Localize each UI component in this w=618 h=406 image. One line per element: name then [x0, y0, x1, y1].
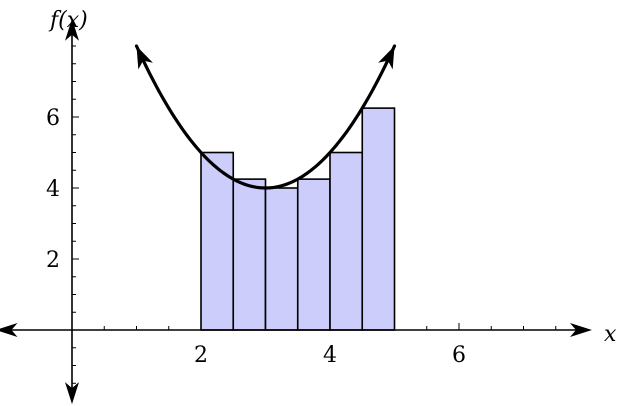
ticks-group: 2 4 6 2 4 6: [46, 45, 557, 384]
x-tick-label-6: 6: [452, 343, 466, 368]
x-axis-left-arrow: [0, 323, 18, 337]
bar-3: [264, 187, 299, 331]
bar-4: [296, 178, 331, 331]
y-axis-down-arrow: [65, 382, 79, 405]
bar-2: [232, 178, 267, 331]
y-tick-label-2: 2: [46, 248, 60, 273]
curve-right-arrow: [378, 46, 395, 70]
x-axis-label: x: [604, 322, 617, 347]
function-curve: [134, 44, 397, 190]
x-axis-right-arrow: [570, 323, 592, 337]
y-tick-label-4: 4: [46, 177, 60, 202]
bar-6: [361, 107, 396, 331]
bar-1: [200, 151, 235, 331]
y-axis-label: f(x): [48, 8, 88, 33]
y-axis-up-arrow: [65, 18, 79, 41]
y-tick-label-6: 6: [46, 106, 60, 131]
bars-group: [200, 107, 396, 331]
labels-group: f(x) x: [48, 8, 617, 347]
curve-left-arrow: [136, 46, 153, 70]
bar-5: [329, 151, 364, 331]
x-tick-label-2: 2: [194, 343, 208, 368]
curve-group: [134, 44, 397, 190]
x-tick-label-4: 4: [323, 343, 337, 368]
